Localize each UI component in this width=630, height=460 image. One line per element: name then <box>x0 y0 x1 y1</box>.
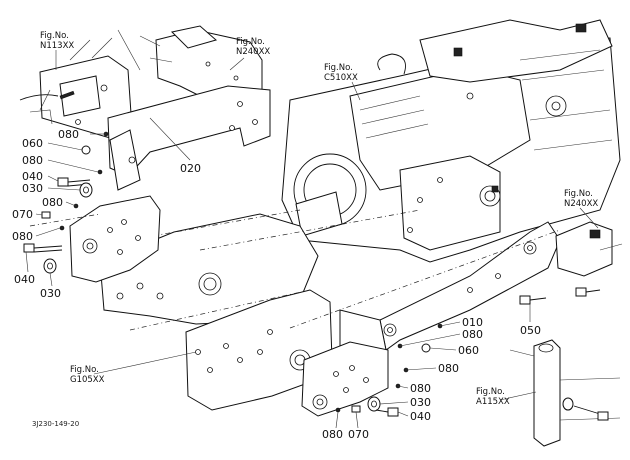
fig-ref-n240b-line2: N240XX <box>564 199 598 209</box>
callout-060-right: 060 <box>458 344 479 357</box>
bolt-050 <box>519 295 547 305</box>
callout-050: 050 <box>520 324 541 337</box>
fig-ref-n240xx-right[interactable]: Fig.No. N240XX <box>564 189 598 209</box>
screw-080-i <box>335 407 341 413</box>
fig-ref-c510xx[interactable]: Fig.No. C510XX <box>324 63 358 83</box>
right-side-bracket <box>555 221 623 277</box>
fig-ref-n240a-line1: Fig.No. <box>236 37 265 47</box>
washer-030-right <box>367 396 381 412</box>
lower-right-bracket-plate <box>301 341 389 417</box>
callout-030-right: 030 <box>410 396 431 409</box>
fig-ref-g105-line1: Fig.No. <box>70 365 99 375</box>
callout-060-upper: 060 <box>22 137 43 150</box>
fig-ref-a115-line2: A115XX <box>476 397 510 407</box>
callout-070-left: 070 <box>12 208 33 221</box>
fig-ref-n113-line2: N113XX <box>40 41 74 51</box>
fig-ref-n240xx-top[interactable]: Fig.No. N240XX <box>236 37 270 57</box>
pin-070-lower <box>351 405 361 413</box>
callout-080-a: 080 <box>58 128 79 141</box>
callout-080-e: 080 <box>462 328 483 341</box>
transmission-housing <box>281 19 621 263</box>
left-bracket-plate <box>29 195 161 283</box>
bolt-040-right <box>375 407 399 417</box>
plug-060-upper <box>81 145 91 155</box>
callout-030-upper: 030 <box>22 182 43 195</box>
fig-ref-a115-line1: Fig.No. <box>476 387 505 397</box>
callout-080-f: 080 <box>438 362 459 375</box>
fig-ref-n240a-line2: N240XX <box>236 47 270 57</box>
bolt-a115 <box>562 397 609 421</box>
plug-060-right <box>421 343 431 353</box>
fig-ref-g105-line2: G105XX <box>70 375 105 385</box>
fig-ref-g105xx[interactable]: Fig.No. G105XX <box>70 365 105 385</box>
pin-070-left <box>41 211 51 219</box>
figure-references: Fig.No. N113XX Fig.No. N240XX Fig.No. C5… <box>40 31 598 407</box>
callout-labels: 080 060 080 040 030 080 070 080 040 030 … <box>12 128 541 441</box>
fig-ref-n240b-line1: Fig.No. <box>564 189 593 199</box>
bolt-right-upper <box>575 287 601 297</box>
callout-010: 010 <box>462 316 483 329</box>
callout-080-h: 080 <box>322 428 343 441</box>
figure-code: 3J230-149-20 <box>32 420 79 428</box>
washer-030-upper <box>79 182 93 198</box>
left-frame-bar-020 <box>107 85 271 191</box>
fasteners <box>23 131 609 421</box>
callout-080-g: 080 <box>410 382 431 395</box>
leader-lines <box>25 50 599 429</box>
screw-080-b <box>97 169 103 175</box>
screw-080-d <box>59 225 65 231</box>
callout-040-upper: 040 <box>22 170 43 183</box>
fig-ref-c510-line2: C510XX <box>324 73 358 83</box>
callout-040-lower: 040 <box>14 273 35 286</box>
bolt-040-lower <box>23 243 63 253</box>
callout-070-lower: 070 <box>348 428 369 441</box>
callout-030-lower: 030 <box>40 287 61 300</box>
washer-030-lower <box>43 258 57 274</box>
callout-020: 020 <box>180 162 201 175</box>
lower-right-mount <box>509 339 621 447</box>
callout-080-d: 080 <box>12 230 33 243</box>
fig-ref-a115xx[interactable]: Fig.No. A115XX <box>476 387 510 407</box>
callout-080-b: 080 <box>22 154 43 167</box>
fig-ref-n113xx[interactable]: Fig.No. N113XX <box>40 31 74 51</box>
callout-040-right: 040 <box>410 410 431 423</box>
fig-ref-n113-line1: Fig.No. <box>40 31 69 41</box>
callout-080-c: 080 <box>42 196 63 209</box>
fig-ref-c510-line1: Fig.No. <box>324 63 353 73</box>
